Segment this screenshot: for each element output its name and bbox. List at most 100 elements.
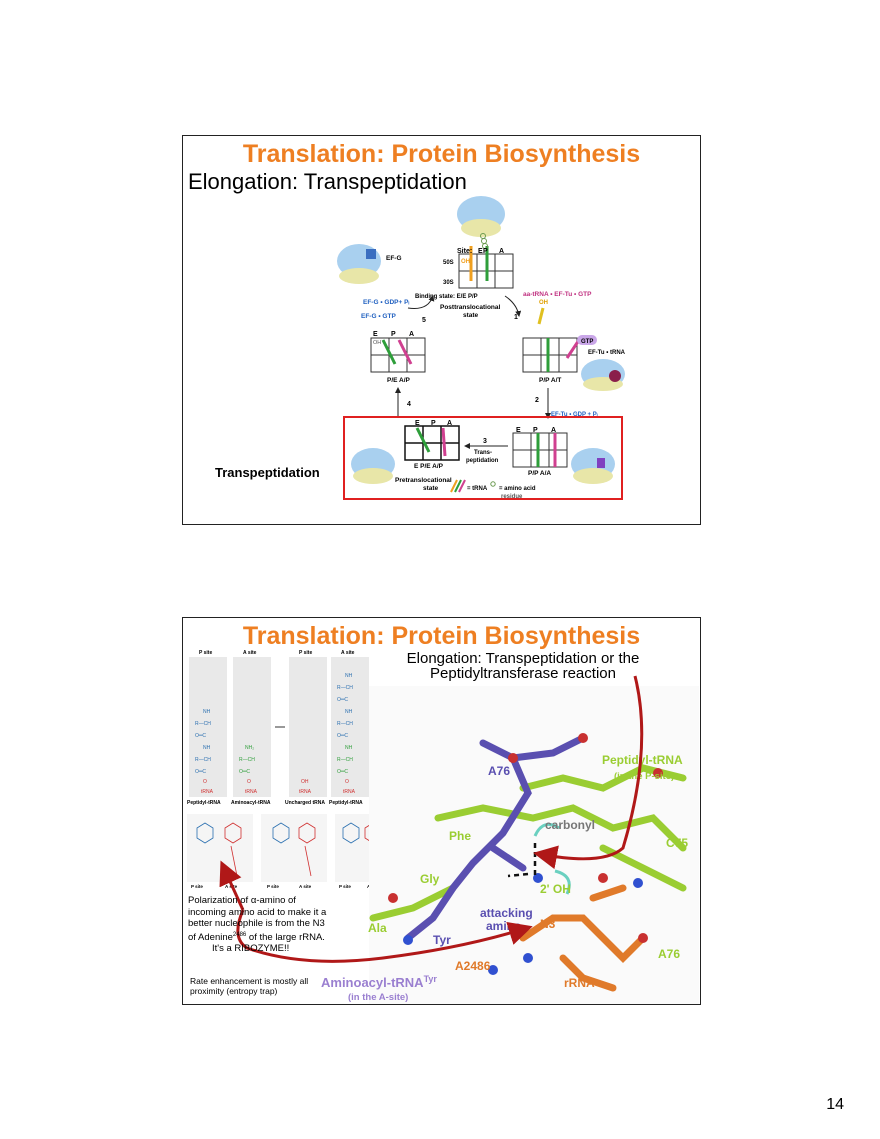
- ef-tu-trna-label: EF-Tu • tRNA: [588, 350, 626, 356]
- ribosome-efg-image: [337, 244, 381, 284]
- bottom-left-site-a: A: [447, 420, 452, 427]
- scheme-rch-5: R—CH: [337, 721, 353, 727]
- scheme-trna-3: tRNA: [299, 789, 312, 795]
- scheme-rch-3: R—CH: [239, 757, 255, 763]
- reaction-scheme-top: P site A site P site A site NH R—CH O═C …: [187, 650, 369, 806]
- bottom-right-site-e: E: [516, 427, 521, 434]
- scheme-trna-2: tRNA: [245, 789, 258, 795]
- ef-g-gtp-label: EF-G • GTP: [361, 313, 396, 320]
- right-binding-state: P/P A/T: [539, 377, 561, 384]
- red-arrow-subtitle-to-carbonyl: [533, 675, 644, 870]
- scheme-rch-6: R—CH: [337, 757, 353, 763]
- site-a: A: [499, 248, 504, 255]
- label-a2486: A2486: [455, 959, 491, 973]
- site-p: P: [483, 248, 488, 255]
- binding-state-top: Binding state: E/E P/P: [415, 294, 478, 300]
- bottom-right-binding: P/P A/A: [528, 470, 551, 477]
- bottom-left-site-p: P: [431, 420, 436, 427]
- left-site-grid: [370, 337, 426, 373]
- label-2oh: 2' OH: [540, 882, 571, 896]
- scheme-o-2: O: [247, 779, 251, 785]
- label-c75: C75: [666, 836, 688, 850]
- pretranslocational-label: Pretranslocational: [395, 477, 452, 484]
- peptidation-label: peptidation: [466, 458, 499, 464]
- legend-aa: = amino acid: [499, 486, 536, 492]
- label-phe: Phe: [449, 829, 471, 843]
- label-gly: Gly: [420, 872, 440, 886]
- label-in-a-site: (in the A-site): [348, 992, 408, 1003]
- arrow-step-1: [504, 295, 522, 317]
- label-tyr: Tyr: [433, 933, 451, 947]
- ribozyme-note: It's a RIBOZYME!!: [212, 943, 290, 955]
- slide-2-title: Translation: Protein Biosynthesis: [242, 622, 641, 650]
- scheme-trna-1: tRNA: [201, 789, 214, 795]
- bottom-right-site-a: A: [551, 427, 556, 434]
- step-1: 1: [514, 314, 518, 321]
- left-site-p: P: [391, 331, 396, 338]
- label-peptidyl-trna: Peptidyl-tRNA: [602, 753, 683, 767]
- step-2: 2: [535, 397, 539, 404]
- site-e: E: [478, 248, 483, 255]
- structure-labels: A76 Peptidyl-tRNA (in the P-site) carbon…: [321, 753, 688, 1003]
- scheme-oc-5: O═C: [337, 733, 348, 739]
- legend-trna: = tRNA: [467, 486, 488, 492]
- scheme-a-site-2: A site: [341, 650, 355, 656]
- label-n3: N3: [540, 917, 556, 931]
- bottom-left-site-grid: [404, 425, 460, 461]
- oh-label-right: OH: [539, 300, 548, 306]
- mech-p-site-1: P site: [191, 884, 203, 889]
- oh-label-top: OH: [461, 259, 470, 265]
- gtp-bubble: [577, 335, 597, 345]
- subunit-30s: 30S: [443, 280, 454, 286]
- scheme-p-site-1: P site: [199, 650, 212, 656]
- step-3: 3: [483, 438, 487, 445]
- scheme-oh: OH: [301, 779, 309, 785]
- slide-1-subtitle: Elongation: Transpeptidation: [188, 169, 467, 194]
- incoming-trna: [537, 307, 545, 325]
- left-site-a: A: [409, 331, 414, 338]
- ef-tu-ribosome-image: [581, 359, 625, 391]
- reaction-scheme-bottom: P site A site P site A site P site A sit…: [187, 814, 385, 889]
- label-in-p-site: (in the P-site): [614, 771, 674, 782]
- scheme-caption-uncharged: Uncharged tRNA: [285, 800, 325, 806]
- scheme-nh-3: NH: [345, 673, 353, 679]
- posttranslocational-label: Posttranslocational: [440, 304, 501, 311]
- scheme-caption-peptidyl-2: Peptidyl-tRNA: [329, 800, 363, 806]
- label-carbonyl: carbonyl: [545, 818, 595, 832]
- ribosome-active-site-structure: [369, 686, 699, 1004]
- note-superscript: 2486: [232, 931, 247, 938]
- right-site-grid: [522, 337, 581, 373]
- elongation-cycle-diagram: Site: E P A 50S 30S OH Binding state: E/…: [337, 196, 626, 500]
- note-post: of the large rRNA.: [246, 931, 325, 943]
- rate-enhancement-note: Rate enhancement is mostly all proximity…: [190, 976, 309, 996]
- left-binding-state: P/E A/P: [387, 377, 411, 384]
- left-oh: OH: [373, 340, 381, 346]
- scheme-rch-2: R—CH: [195, 757, 211, 763]
- step-4: 4: [407, 401, 411, 408]
- label-ala: Ala: [368, 921, 387, 935]
- label-a76-top: A76: [488, 764, 510, 778]
- subunit-50s: 50S: [443, 260, 454, 266]
- scheme-oc-3: O═C: [239, 769, 250, 775]
- scheme-o-3: O: [345, 779, 349, 785]
- bottom-right-site-grid: [512, 432, 568, 468]
- slide-1-title: Translation: Protein Biosynthesis: [242, 140, 641, 168]
- ef-tu-gdp-label: EF-Tu • GDP + Pᵢ: [551, 412, 598, 418]
- slide-2-subtitle-line-1: Elongation: Transpeptidation or the: [406, 650, 640, 667]
- legend-residue: residue: [501, 494, 523, 500]
- pre-state-label: state: [423, 485, 439, 492]
- bottom-left-binding: E P/E A/P: [414, 463, 444, 470]
- arrow-step-5: [407, 295, 435, 309]
- red-arrow-note-to-n3: [236, 909, 533, 963]
- scheme-caption-peptidyl-1: Peptidyl-tRNA: [187, 800, 221, 806]
- mech-p-site-2: P site: [267, 884, 279, 889]
- scheme-trna-4: tRNA: [343, 789, 356, 795]
- gtp-label: GTP: [581, 339, 593, 345]
- slide-2: Translation: Protein Biosynthesis Elonga…: [182, 617, 701, 1005]
- left-site-e: E: [373, 331, 378, 338]
- red-arrow-note-to-scheme: [219, 860, 245, 911]
- ribosome-bottom-right-image: [571, 448, 615, 484]
- note-alpha: α: [250, 895, 257, 906]
- scheme-nh-5: NH: [345, 745, 353, 751]
- scheme-caption-aminoacyl: Aminoacyl-tRNA: [231, 800, 271, 806]
